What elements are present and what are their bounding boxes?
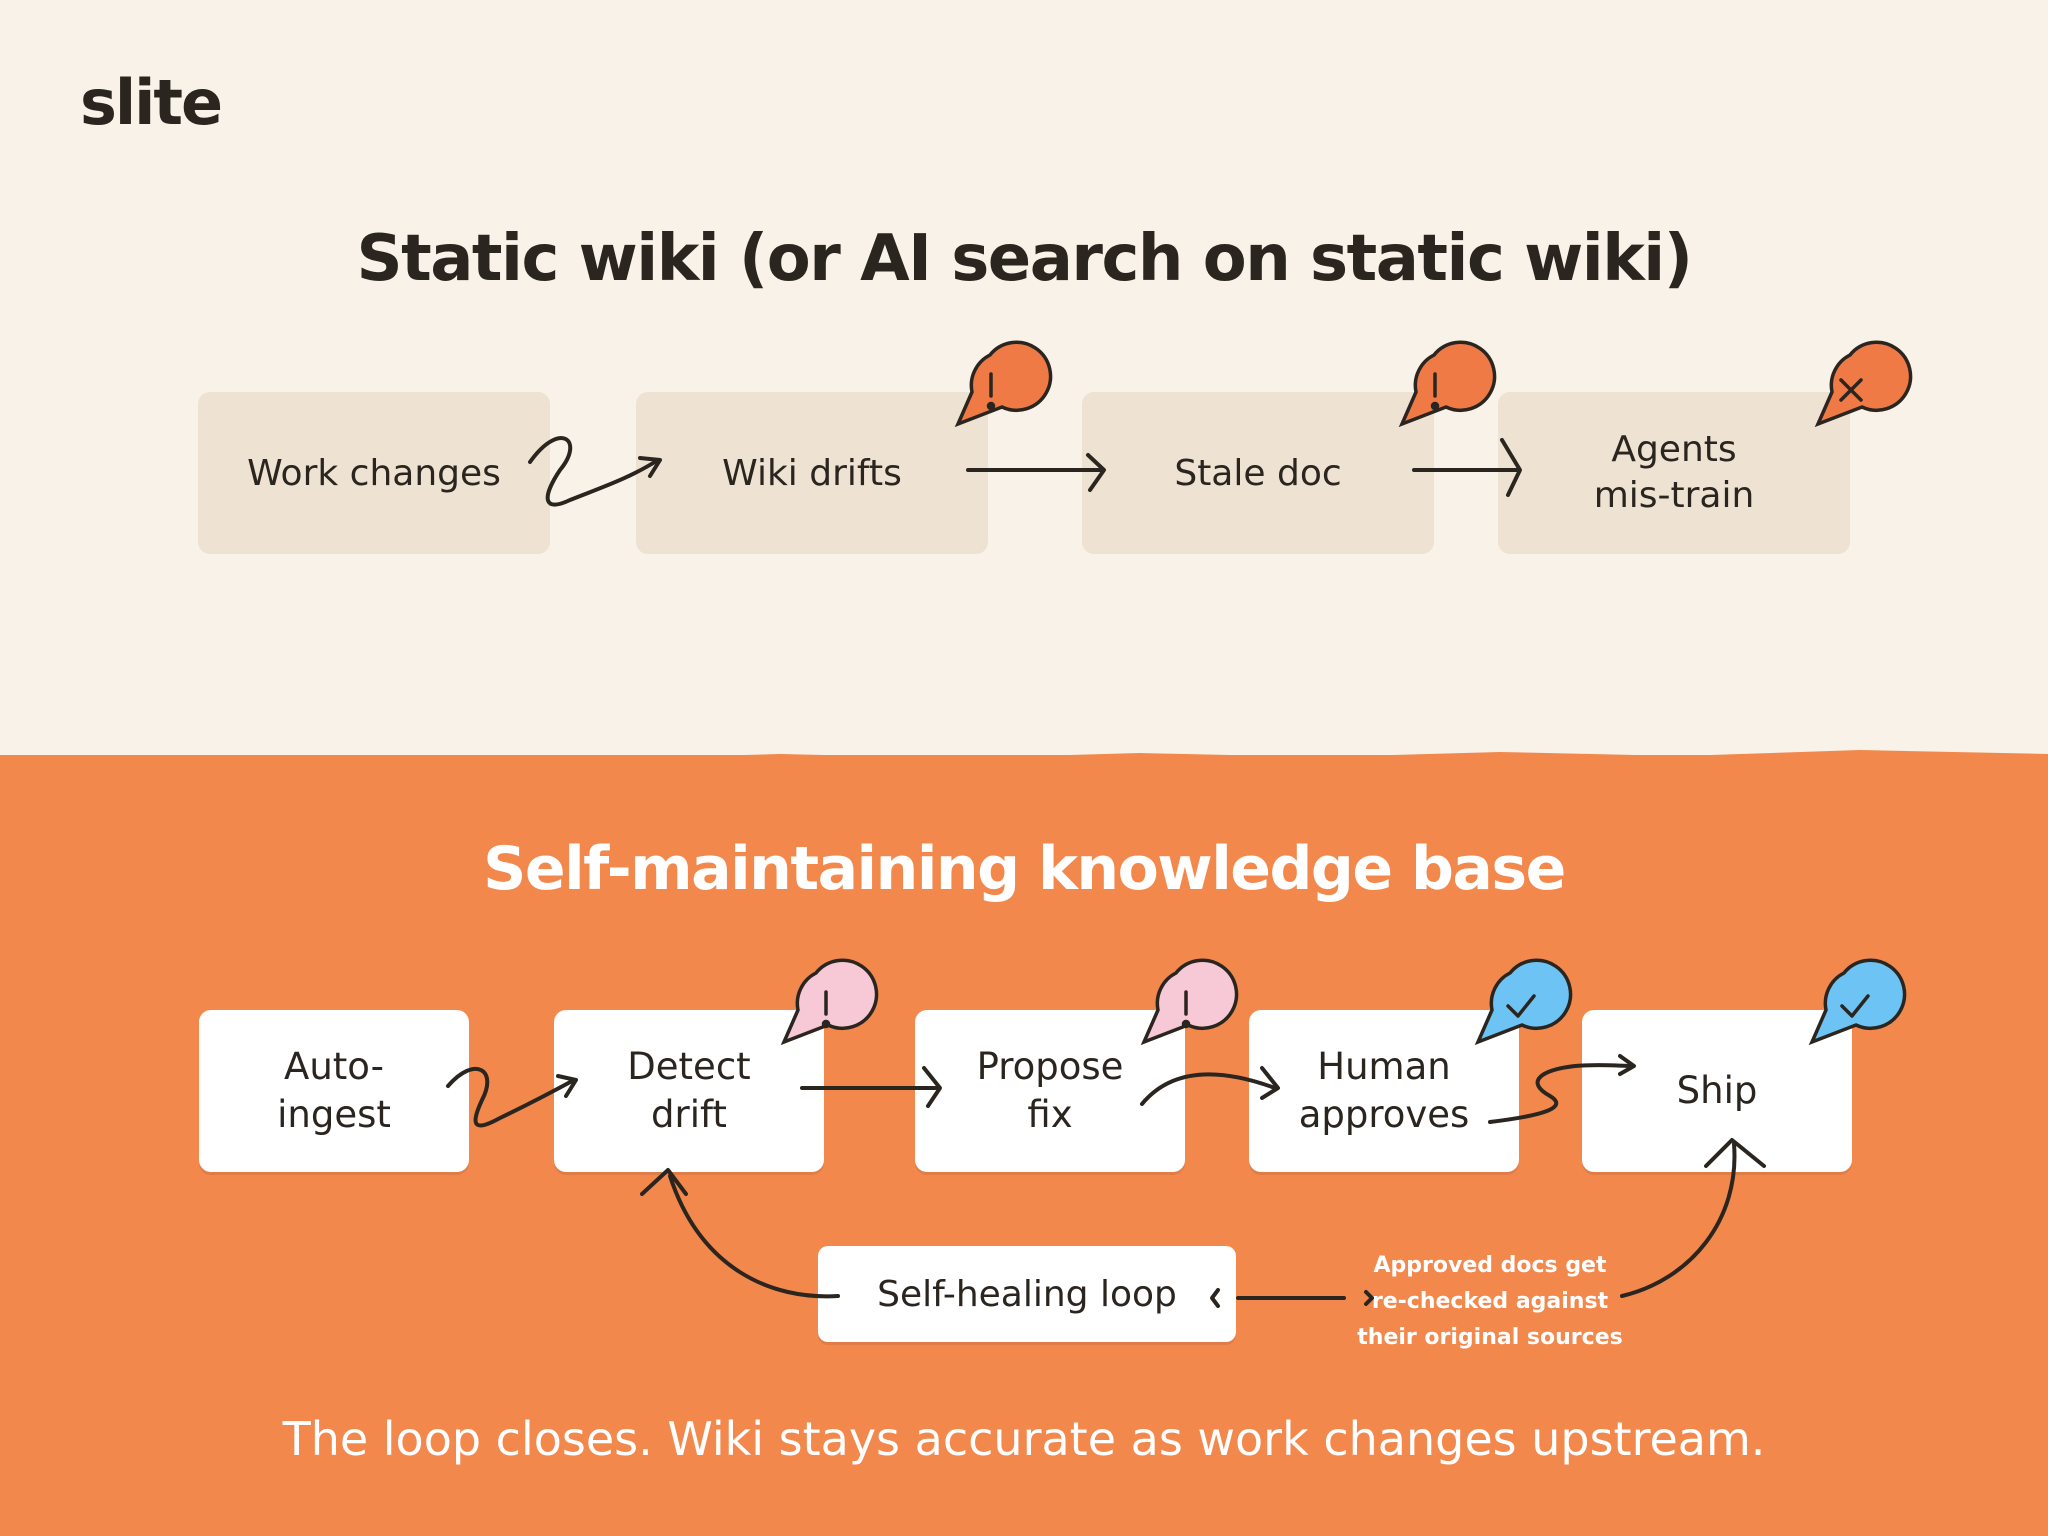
step-label: Agents mis-train <box>1593 429 1755 516</box>
step-wiki-drifts: Wiki drifts <box>636 392 988 554</box>
arrow-human-to-ship <box>1488 1063 1634 1124</box>
arrow-propose-to-human <box>1140 1072 1277 1106</box>
check-icon <box>1808 958 1907 1046</box>
step-agents-mis-train: Agents mis-train <box>1498 392 1850 554</box>
step-propose-fix: Propose fix <box>915 1010 1185 1172</box>
arrowhead <box>640 1168 688 1196</box>
exclamation-icon <box>954 340 1053 428</box>
step-label: Ship <box>1676 1069 1758 1112</box>
step-label: Auto- ingest <box>277 1045 391 1136</box>
arrowhead <box>1086 453 1106 492</box>
self-healing-loop-box: Self-healing loop <box>818 1246 1236 1342</box>
step-stale-doc: Stale doc <box>1082 392 1434 554</box>
arrowhead <box>1260 1066 1280 1100</box>
arrow-loop-to-detect <box>668 1174 840 1299</box>
step-ship: Ship <box>1582 1010 1852 1172</box>
exclamation-icon <box>780 958 879 1046</box>
step-label: Stale doc <box>1174 452 1342 494</box>
step-label: Work changes <box>247 452 501 494</box>
arrowhead <box>1704 1138 1766 1168</box>
arrowhead <box>1618 1054 1636 1076</box>
exclamation-icon <box>1398 340 1497 428</box>
arrow-note-to-ship <box>1620 1142 1737 1298</box>
step-label: Wiki drifts <box>722 452 902 494</box>
arrowhead <box>556 1074 578 1098</box>
arrowhead <box>1210 1288 1220 1308</box>
slite-logo: slite <box>80 66 223 139</box>
loop-note: Approved docs get re-checked against the… <box>1357 1253 1623 1350</box>
step-work-changes: Work changes <box>198 392 550 554</box>
step-auto-ingest: Auto- ingest <box>199 1010 469 1172</box>
step-human-approves: Human approves <box>1249 1010 1519 1172</box>
tagline: The loop closes. Wiki stays accurate as … <box>282 1412 1766 1466</box>
loop-label: Self-healing loop <box>877 1273 1177 1315</box>
exclamation-icon <box>1140 958 1239 1046</box>
arrowhead <box>1500 438 1522 497</box>
arrowhead <box>922 1066 942 1108</box>
static-wiki-title: Static wiki (or AI search on static wiki… <box>356 222 1693 296</box>
self-maintaining-title: Self-maintaining knowledge base <box>483 834 1566 904</box>
step-label: Human approves <box>1298 1045 1470 1136</box>
arrow-work-to-wiki <box>528 436 660 507</box>
step-detect-drift: Detect drift <box>554 1010 824 1172</box>
step-label: Propose fix <box>976 1045 1124 1136</box>
arrowhead <box>1364 1290 1374 1306</box>
x-icon <box>1814 340 1913 428</box>
check-icon <box>1474 958 1573 1046</box>
arrow-ingest-to-detect <box>446 1066 576 1128</box>
arrowhead <box>638 456 662 478</box>
step-label: Detect drift <box>627 1045 751 1136</box>
